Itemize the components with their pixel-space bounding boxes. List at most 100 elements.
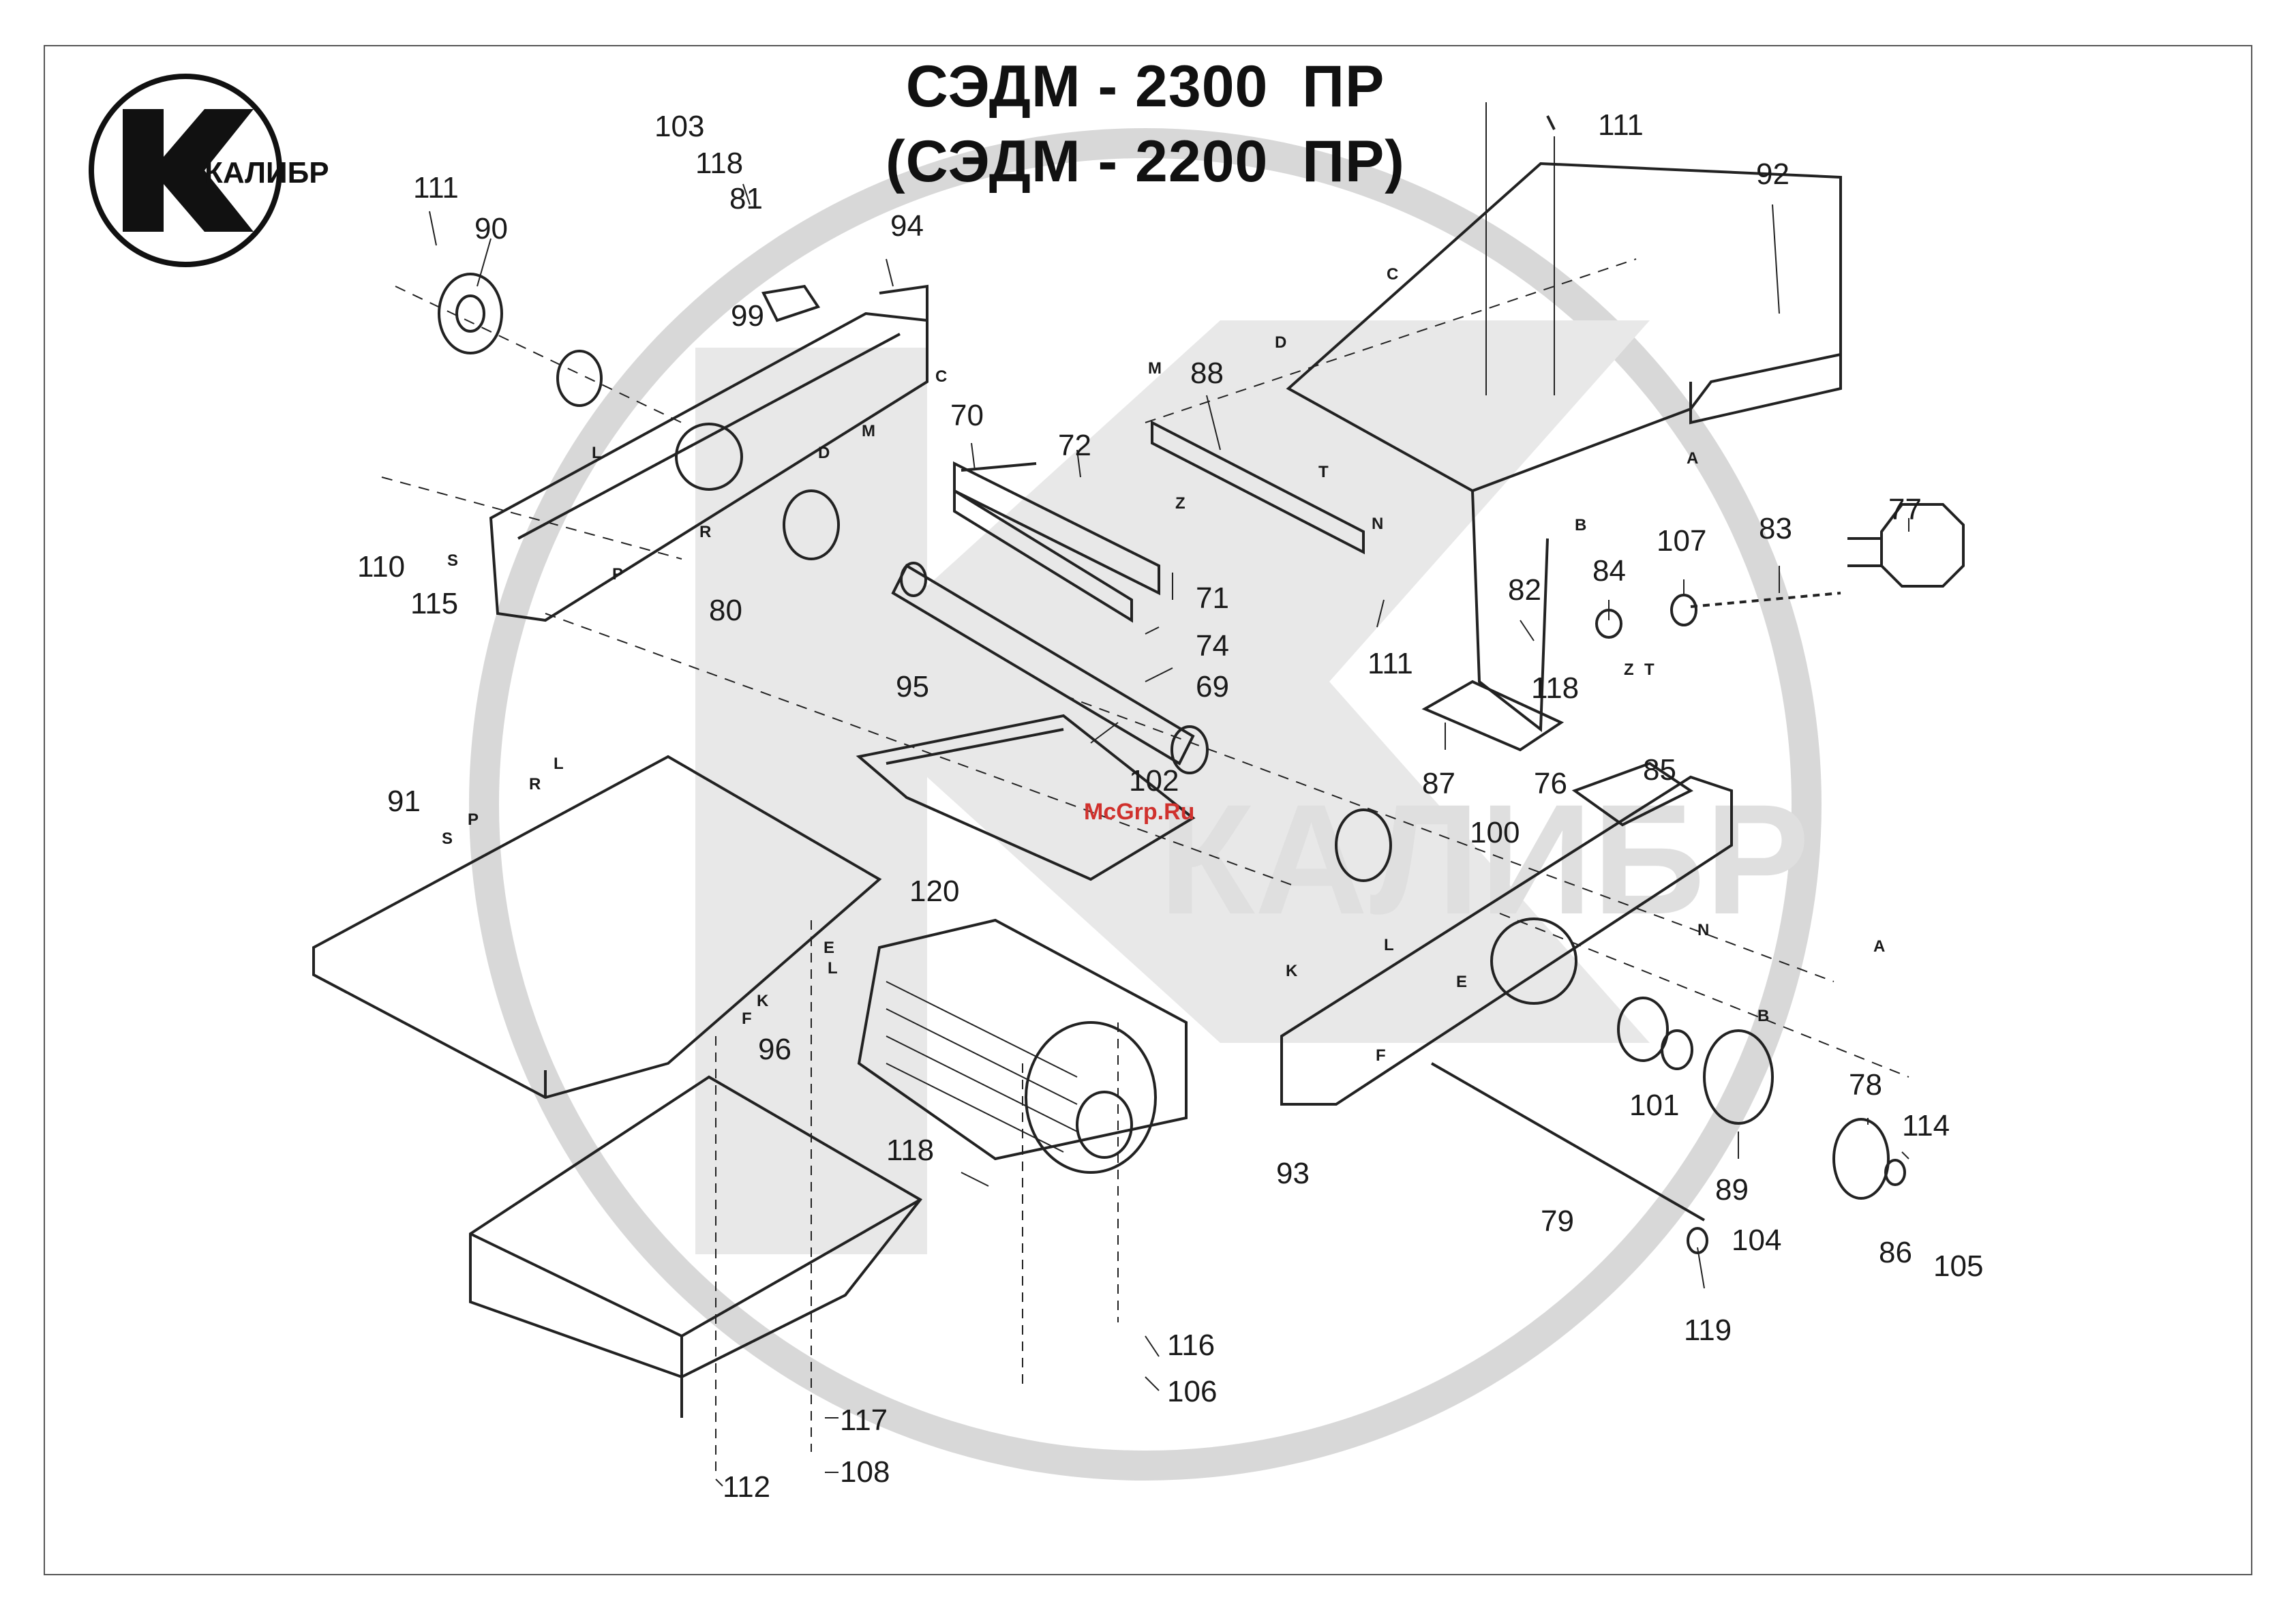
ref-letter-f: F (1376, 1046, 1386, 1065)
site-watermark-text: McGrp.Ru (1084, 799, 1194, 825)
callout-117: 117 (840, 1404, 888, 1437)
part-90-flange-hole (457, 296, 484, 331)
callout-103: 103 (654, 110, 704, 143)
callout-90: 90 (474, 212, 508, 245)
kalibr-logo-icon: КАЛИБР (91, 76, 329, 264)
callout-72: 72 (1058, 429, 1091, 462)
ref-letter-z: Z (1175, 494, 1185, 513)
ref-letter-r: R (529, 775, 541, 793)
part-99-plate (764, 286, 818, 320)
callout-107: 107 (1657, 524, 1706, 558)
part-79-shaft (1432, 1063, 1704, 1220)
part-90-flange (439, 274, 502, 353)
ref-letter-m: M (862, 422, 875, 440)
part-77-knob-hub (1847, 539, 1882, 566)
callout-86: 86 (1879, 1236, 1912, 1269)
ref-letter-r: R (699, 523, 711, 541)
callout-105: 105 (1933, 1249, 1983, 1283)
callout-95: 95 (896, 670, 929, 703)
callout-85: 85 (1643, 753, 1676, 787)
callout-101: 101 (1629, 1089, 1679, 1122)
callout-76: 76 (1534, 767, 1567, 800)
callout-89: 89 (1715, 1173, 1749, 1207)
callout-84: 84 (1592, 554, 1626, 588)
ref-letter-b: B (1575, 516, 1586, 534)
ref-letter-k: K (757, 992, 769, 1010)
callout-108: 108 (840, 1455, 890, 1489)
part-92-table-edge (1691, 354, 1841, 423)
callout-111: 111 (413, 171, 459, 204)
callout-104: 104 (1732, 1224, 1781, 1257)
page-title-line-1: СЭДМ - 2300 ПР (770, 53, 1520, 121)
ref-letter-z: Z (1624, 661, 1634, 679)
ref-letter-d: D (1275, 333, 1286, 352)
callout-91: 91 (387, 785, 421, 818)
callout-78: 78 (1849, 1068, 1882, 1102)
ref-letter-p: P (468, 810, 479, 829)
callout-87: 87 (1422, 767, 1455, 800)
callout-120: 120 (909, 875, 959, 908)
callout-102: 102 (1129, 764, 1179, 798)
ref-letter-t: T (1318, 463, 1329, 481)
callout-83: 83 (1759, 512, 1792, 545)
callout-79: 79 (1541, 1204, 1574, 1238)
callout-92: 92 (1756, 157, 1789, 191)
ref-letter-a: A (1873, 937, 1885, 956)
ref-letter-k: K (1286, 962, 1298, 980)
callout-77: 77 (1888, 493, 1922, 526)
ref-letter-p: P (612, 565, 623, 583)
ref-letter-m: M (1148, 359, 1162, 378)
ref-letter-f: F (742, 1010, 752, 1028)
ref-letter-e: E (1456, 973, 1467, 991)
ref-letter-s: S (447, 551, 458, 570)
callout-116: 116 (1167, 1329, 1215, 1362)
callout-93: 93 (1276, 1157, 1310, 1190)
logo-text: КАЛИБР (205, 156, 329, 189)
ref-letter-n: N (1697, 921, 1709, 939)
callout-118-low: 118 (886, 1134, 934, 1167)
callout-100: 100 (1470, 816, 1520, 849)
ref-letter-s: S (442, 830, 453, 848)
ref-letter-c: C (1387, 265, 1398, 284)
callout-69: 69 (1196, 670, 1229, 703)
ref-letter-l: L (1384, 936, 1394, 954)
ref-letter-t: T (1644, 661, 1655, 679)
ref-letter-a: A (1687, 449, 1698, 468)
part-101-ring (1662, 1031, 1692, 1069)
ref-letter-c: C (935, 367, 947, 386)
ref-letter-n: N (1372, 515, 1383, 533)
ref-letter-e: E (824, 939, 834, 957)
callout-118: 118 (695, 147, 743, 180)
callout-119: 119 (1684, 1314, 1732, 1347)
callout-110: 110 (357, 550, 405, 583)
callout-94: 94 (890, 209, 924, 243)
part-70-shaft (961, 464, 1036, 470)
callout-71: 71 (1196, 581, 1229, 615)
part-111-pin (1547, 116, 1554, 130)
callout-115: 115 (410, 587, 458, 620)
part-107-washer (1672, 595, 1696, 625)
callout-80: 80 (709, 594, 742, 627)
ref-letter-b: B (1757, 1007, 1769, 1025)
callout-74: 74 (1196, 629, 1229, 663)
callout-106: 106 (1167, 1375, 1217, 1408)
part-78-pulley (1834, 1119, 1888, 1198)
callout-70: 70 (950, 399, 984, 432)
callout-82: 82 (1508, 573, 1541, 607)
ref-letter-d: D (818, 444, 830, 462)
callout-112: 112 (723, 1470, 770, 1504)
callout-111-mid: 111 (1368, 647, 1413, 680)
callout-99: 99 (731, 299, 764, 333)
callout-118-mid: 118 (1531, 671, 1579, 705)
part-bearing-left (558, 351, 601, 406)
callout-111-top: 111 (1598, 108, 1644, 142)
part-86-washer (1886, 1160, 1905, 1185)
ref-letter-l: L (828, 959, 838, 977)
callout-96: 96 (758, 1033, 791, 1066)
callout-88: 88 (1190, 357, 1224, 390)
callout-81: 81 (729, 182, 763, 215)
part-120-motor-shaft (1077, 1092, 1132, 1157)
callout-114: 114 (1902, 1109, 1950, 1142)
ref-letter-l: L (554, 755, 564, 773)
